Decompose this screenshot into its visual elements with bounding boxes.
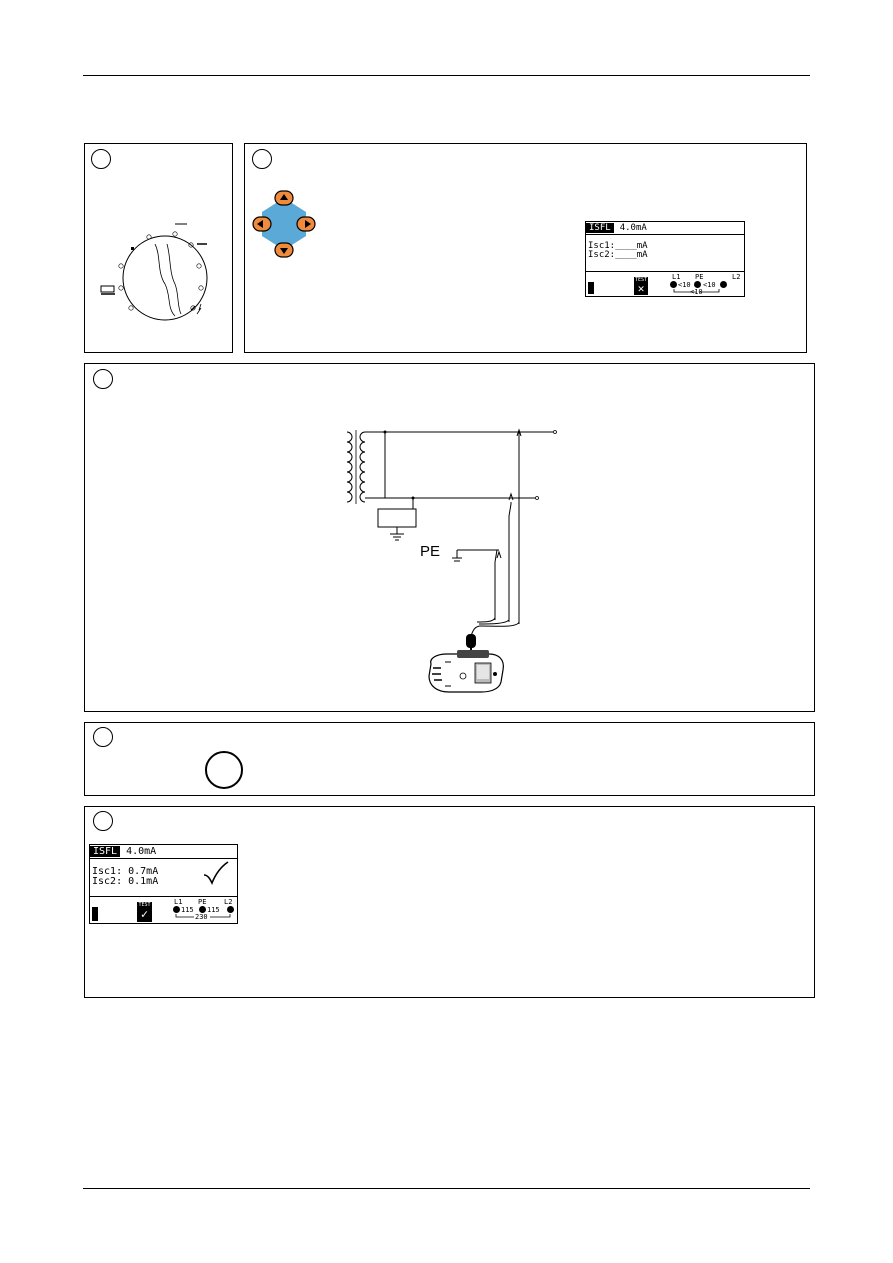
step-panel-start-test bbox=[84, 722, 815, 796]
l1-terminal-icon bbox=[173, 906, 180, 913]
step-number-circle bbox=[252, 149, 272, 169]
pe-label: PE bbox=[420, 543, 440, 560]
l2-label: L2 bbox=[732, 273, 741, 281]
isc1-reading: Isc1:____mA bbox=[588, 241, 648, 251]
pe-terminal-icon bbox=[199, 906, 206, 913]
isc2-reading: Isc2: 0.1mA bbox=[92, 876, 159, 887]
step-number-circle bbox=[91, 149, 111, 169]
voltage-l1-l2: 230 bbox=[195, 913, 208, 921]
pe-label: PE bbox=[198, 898, 207, 906]
step-panel-connection: PE bbox=[84, 363, 815, 712]
pe-terminal-icon bbox=[694, 281, 701, 288]
voltage-l1-pe: <10 bbox=[678, 281, 691, 289]
l1-terminal-icon bbox=[670, 281, 677, 288]
battery-icon bbox=[92, 907, 98, 921]
voltage-l1-l2: <10 bbox=[690, 288, 703, 296]
header-rule bbox=[83, 75, 810, 76]
isc1-reading: Isc1: 0.7mA bbox=[92, 866, 159, 877]
pass-checkmark-icon bbox=[203, 861, 229, 885]
function-name: ISFL bbox=[586, 223, 614, 233]
step-panel-result: ISFL 4.0mA Isc1: 0.7mA Isc2: 0.1mA TEST … bbox=[84, 806, 815, 998]
limit-value: 4.0mA bbox=[126, 846, 157, 857]
l1-label: L1 bbox=[174, 898, 183, 906]
voltage-pe-l2: 115 bbox=[207, 906, 220, 914]
battery-icon bbox=[588, 282, 594, 294]
test-key-icon bbox=[205, 751, 243, 789]
step-number-circle bbox=[93, 727, 113, 747]
step-panel-select-function bbox=[84, 143, 233, 353]
instrument-icon bbox=[428, 650, 504, 693]
connection-schematic: PE bbox=[346, 428, 557, 693]
isc2-reading: Isc2:____mA bbox=[588, 250, 648, 260]
test-disabled-icon: TEST ✕ bbox=[634, 277, 648, 295]
voltage-l1-pe: 115 bbox=[181, 906, 194, 914]
l1-label: L1 bbox=[672, 273, 681, 281]
step-number-circle bbox=[93, 811, 113, 831]
instrument-screen-after-test: ISFL 4.0mA Isc1: 0.7mA Isc2: 0.1mA TEST … bbox=[89, 844, 238, 924]
voltage-pe-l2: <10 bbox=[703, 281, 716, 289]
footer-rule bbox=[83, 1188, 810, 1189]
l2-label: L2 bbox=[224, 898, 233, 906]
l2-terminal-icon bbox=[720, 281, 727, 288]
navigation-keypad-icon bbox=[252, 190, 316, 258]
limit-value: 4.0mA bbox=[619, 223, 647, 233]
test-passed-icon: TEST ✓ bbox=[137, 902, 152, 922]
function-name: ISFL bbox=[90, 846, 121, 857]
l2-terminal-icon bbox=[227, 906, 234, 913]
pe-label: PE bbox=[695, 273, 704, 281]
step-number-circle bbox=[93, 369, 113, 389]
rotary-selector-icon bbox=[100, 223, 208, 321]
instrument-screen-before-test: ISFL 4.0mA Isc1:____mA Isc2:____mA TEST … bbox=[585, 221, 745, 297]
step-panel-set-parameters: ISFL 4.0mA Isc1:____mA Isc2:____mA TEST … bbox=[244, 143, 807, 353]
